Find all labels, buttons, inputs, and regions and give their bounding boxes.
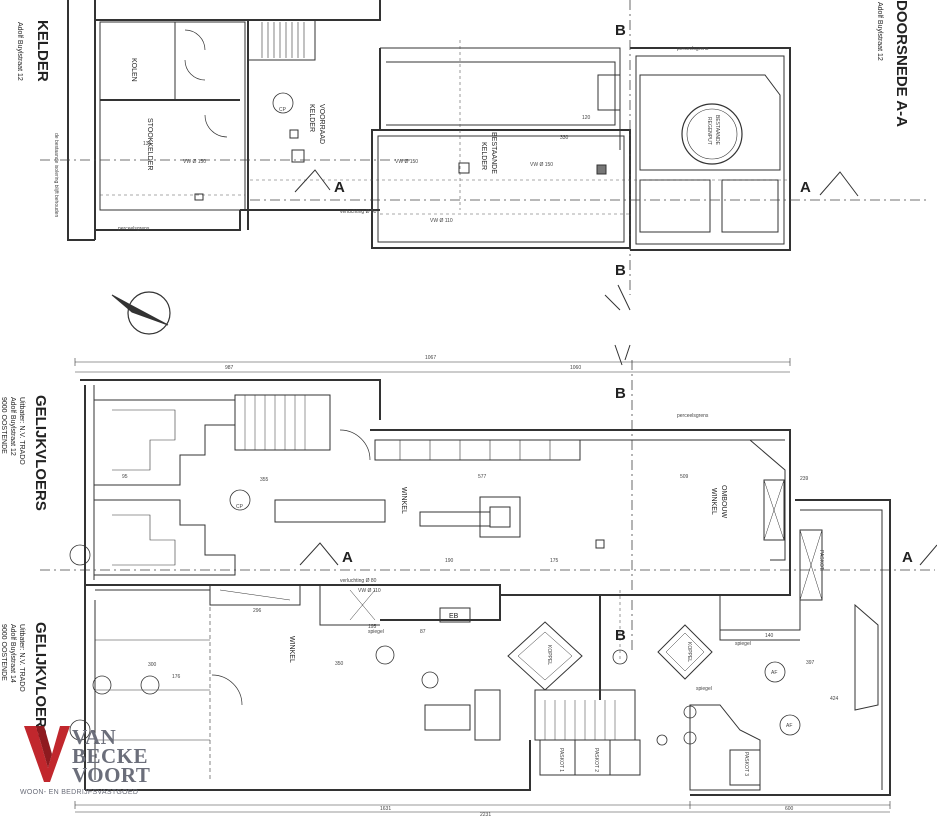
dim-190: 190 <box>445 558 454 564</box>
dim-509: 509 <box>680 474 689 480</box>
section-mark-a-ground-right: A <box>902 549 913 566</box>
ground-floor-title-1: GELIJKVLOERS <box>32 395 49 511</box>
ground-floor-title-2: GELIJKVLOERS <box>32 622 49 738</box>
label-spiegel-2: spiegel <box>735 641 751 647</box>
dim-1631: 1631 <box>380 806 391 812</box>
room-ombouw: OMBOUW <box>720 485 727 518</box>
room-winkel-2: WINKEL <box>288 636 295 663</box>
ground-floor-1-city: 9000 OOSTENDE <box>0 397 7 454</box>
dim-overall-top: 1067 <box>425 355 436 361</box>
logo-v-mark-icon <box>24 726 70 782</box>
company-logo: VAN BECKE VOORT WOON- EN BEDRIJFSVASTGOE… <box>20 722 182 802</box>
dim-350: 350 <box>335 661 344 667</box>
dim-397: 397 <box>806 660 815 666</box>
room-winkel-1: WINKEL <box>400 487 407 514</box>
ground-floor-2-city: 9000 OOSTENDE <box>0 624 7 681</box>
sewer-lines <box>100 40 790 660</box>
ground-floor-plan <box>74 358 891 813</box>
room-paskot-2: PASKOT 2 <box>593 748 599 772</box>
room-stookkelder: STOOKKELDER <box>146 118 153 170</box>
room-eb: EB <box>449 613 459 620</box>
room-ombouw-winkel: WINKEL <box>710 488 717 515</box>
room-regenput-2: REGENPUT <box>706 117 712 145</box>
dim-140: 140 <box>765 633 774 639</box>
marker-label-af-2: AF <box>786 723 792 729</box>
label-spiegel-3: spiegel <box>696 686 712 692</box>
room-paskot: PASKOT <box>818 550 824 570</box>
label-existing-insulation: de bestaande isolering blijft behouden <box>53 133 59 217</box>
dim-300: 300 <box>148 662 157 668</box>
dim-296: 296 <box>253 608 262 614</box>
label-spiegel-1: spiegel <box>368 629 384 635</box>
basement-plan <box>67 0 791 251</box>
room-paskot-1: PASKOT 1 <box>558 748 564 772</box>
label-vw110-1: VW Ø 110 <box>430 218 453 224</box>
room-voorraad: VOORRAAD <box>318 104 325 144</box>
room-voorraad-kelder: KELDER <box>308 104 315 132</box>
marker-label-cp-2: CP <box>236 504 244 510</box>
section-mark-a-ground: A <box>342 549 353 566</box>
room-bestaande: BESTAANDE <box>490 132 497 174</box>
north-arrow-icon <box>111 291 171 335</box>
room-kolen: KOLEN <box>130 58 137 82</box>
section-mark-a-left: A <box>334 179 345 196</box>
room-bestaande-kelder: KELDER <box>480 142 487 170</box>
label-verluchting-2: verluchting Ø 80 <box>340 578 377 584</box>
dim-87: 87 <box>420 629 426 635</box>
label-vw150-3: VW Ø 150 <box>530 162 553 168</box>
ground-floor-1-address: Adolf Buylstraat 12 <box>9 397 16 456</box>
section-mark-b-mid: B <box>615 262 626 279</box>
dim-176: 176 <box>172 674 181 680</box>
dim-330: 330 <box>560 135 569 141</box>
dim-600: 600 <box>785 806 794 812</box>
label-verluchting-1: verluchting Ø 80 <box>340 209 377 215</box>
dim-987: 987 <box>225 365 234 371</box>
section-markers <box>294 169 937 566</box>
label-vw150-1: VW Ø 150 <box>183 159 206 165</box>
room-paskot-3: PASKOT 3 <box>743 752 749 776</box>
dim-2231: 2231 <box>480 812 491 816</box>
fixture-markers <box>69 92 801 746</box>
section-title: DOORSNEDE A-A <box>893 0 910 127</box>
section-mark-b-ground-bottom: B <box>615 627 626 644</box>
label-perceelsgrens-ground: perceelsgrens <box>677 413 709 419</box>
label-perceelsgrens-basement: perceelsgrens <box>677 46 709 52</box>
section-line-a-basement <box>40 0 935 650</box>
marker-label-cp-1: CP <box>279 107 287 113</box>
table-koppel-1: KOPPEL <box>546 645 552 665</box>
basement-title: KELDER <box>34 20 51 82</box>
section-mark-a-right: A <box>800 179 811 196</box>
marker-label-af-1: AF <box>771 670 777 676</box>
dim-175: 175 <box>550 558 559 564</box>
section-mark-b-top: B <box>615 22 626 39</box>
dim-195: 195 <box>368 624 377 630</box>
dim-355: 355 <box>260 477 269 483</box>
dim-577: 577 <box>478 474 487 480</box>
logo-wordmark: VAN BECKE VOORT <box>72 725 151 787</box>
label-vw150-2: VW Ø 150 <box>395 159 418 165</box>
dim-239: 239 <box>800 476 809 482</box>
label-vw110-2: VW Ø 110 <box>358 588 381 594</box>
logo-tagline: WOON- EN BEDRIJFSVASTGOED <box>20 789 139 796</box>
section-mark-b-ground: B <box>615 385 626 402</box>
dim-120: 120 <box>582 115 591 121</box>
basement-address: Adolf Buylstraat 12 <box>16 22 23 81</box>
dim-overall-top-2: 1060 <box>570 365 581 371</box>
label-perceelsgrens-basement-left: perceelsgrens <box>118 226 150 232</box>
dim-424: 424 <box>830 696 839 702</box>
ground-floor-2-operator: Uitbater: N.V. TRADO <box>18 624 25 692</box>
dim-95: 95 <box>122 474 128 480</box>
table-koppel-2: KOPPEL <box>686 642 692 662</box>
dim-135: 135 <box>143 141 152 147</box>
ground-floor-2-address: Adolf Buylstraat 14 <box>9 624 16 683</box>
section-address: Adolf Buylstraat 12 <box>876 2 883 61</box>
room-regenput-1: BESTAANDE <box>714 115 720 146</box>
ground-floor-1-operator: Uitbater: N.V. TRADO <box>18 397 25 465</box>
